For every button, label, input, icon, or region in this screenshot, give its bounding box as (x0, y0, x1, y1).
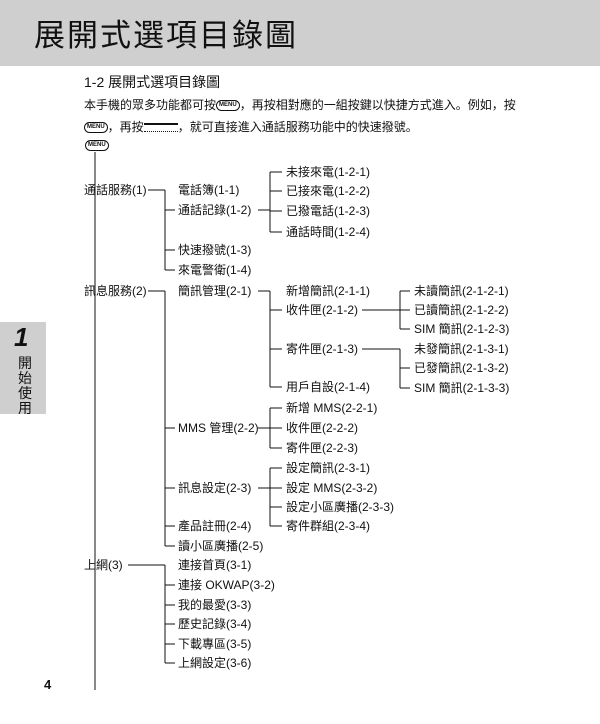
page-number: 4 (44, 677, 52, 692)
menu-item-mms: MMS 管理(2-2) (178, 421, 259, 435)
menu-item-sms-inbox: 收件匣(2-1-2) (286, 303, 359, 317)
menu-item-internet-settings: 上網設定(3-6) (178, 656, 252, 670)
menu-item-call-log: 通話記錄(1-2) (178, 203, 252, 217)
page-title: 展開式選項目錄圖 (34, 18, 298, 53)
chapter-number: 1 (14, 322, 29, 352)
menu-item-received-calls: 已接來電(1-2-2) (286, 184, 371, 198)
menu-item-broadcast-settings: 設定小區廣播(2-3-3) (286, 500, 395, 514)
menu-item-new-sms: 新增簡訊(2-1-1) (286, 284, 371, 298)
menu-item-sms: 簡訊管理(2-1) (178, 284, 252, 298)
menu-item-mms-settings: 設定 MMS(2-3-2) (286, 481, 378, 495)
section-title: 1-2 展開式選項目錄圖 (84, 74, 221, 90)
menu-item-unsent-sms: 未發簡訊(2-1-3-1) (414, 342, 509, 356)
navigation-keys-icon (143, 123, 178, 133)
menu-item-call-time: 通話時間(1-2-4) (286, 225, 371, 239)
menu-item-call-guard: 來電警衛(1-4) (178, 263, 252, 277)
menu-item-sim-sms-outbox: SIM 簡訊(2-1-3-3) (414, 381, 510, 395)
menu-item-mms-inbox: 收件匣(2-2-2) (286, 421, 359, 435)
menu-item-phonebook: 電話簿(1-1) (178, 183, 240, 197)
intro-line-2: MENU，再按 ，就可直接進入通話服務功能中的快速撥號。 (84, 118, 418, 135)
menu-item-new-mms: 新增 MMS(2-2-1) (286, 401, 378, 415)
menu-item-homepage: 連接首頁(3-1) (178, 558, 252, 572)
menu-item-speed-dial: 快速撥號(1-3) (178, 243, 252, 257)
menu-item-missed-calls: 未接來電(1-2-1) (286, 165, 371, 179)
menu-key-icon: MENU (216, 100, 240, 112)
menu-item-msg-settings: 訊息設定(2-3) (178, 481, 252, 495)
menu-item-mms-outbox: 寄件匣(2-2-3) (286, 441, 359, 455)
menu-item-okwap: 連接 OKWAP(3-2) (178, 578, 275, 592)
page-header: 展開式選項目錄圖 (0, 0, 600, 66)
intro-text: ，再按相對應的一組按鍵以快捷方式進入。例如，按 (239, 98, 516, 112)
intro-text: ，再按 (107, 120, 144, 134)
menu-item-dialed-calls: 已撥電話(1-2-3) (286, 204, 371, 218)
chapter-label: 開始使用 (18, 355, 32, 416)
menu-item-messages: 訊息服務(2) (84, 284, 147, 298)
menu-item-calls: 通話服務(1) (84, 183, 147, 197)
menu-item-sms-settings: 設定簡訊(2-3-1) (286, 461, 371, 475)
menu-item-unread-sms: 未讀簡訊(2-1-2-1) (414, 284, 509, 298)
menu-item-cell-broadcast: 讀小區廣播(2-5) (178, 539, 264, 553)
menu-item-internet: 上網(3) (84, 558, 123, 572)
menu-item-downloads: 下載專區(3-5) (178, 637, 252, 651)
menu-item-user-defined: 用戶自設(2-1-4) (286, 380, 371, 394)
menu-key-icon: MENU (85, 140, 109, 151)
chapter-tab: 1 開始使用 (0, 322, 46, 416)
intro-text: ，就可直接進入通話服務功能中的快速撥號。 (177, 120, 418, 134)
menu-item-favorites: 我的最愛(3-3) (178, 598, 252, 612)
menu-item-sim-sms-inbox: SIM 簡訊(2-1-2-3) (414, 322, 510, 336)
menu-item-sms-outbox: 寄件匣(2-1-3) (286, 342, 359, 356)
menu-key-icon: MENU (84, 122, 108, 134)
menu-item-send-groups: 寄件群組(2-3-4) (286, 519, 371, 533)
menu-item-sent-sms: 已發簡訊(2-1-3-2) (414, 361, 509, 375)
intro-text: 本手機的眾多功能都可按 (84, 98, 217, 112)
menu-item-product-registration: 產品註冊(2-4) (178, 519, 252, 533)
menu-item-history: 歷史記錄(3-4) (178, 617, 252, 631)
menu-item-read-sms: 已讀簡訊(2-1-2-2) (414, 303, 509, 317)
